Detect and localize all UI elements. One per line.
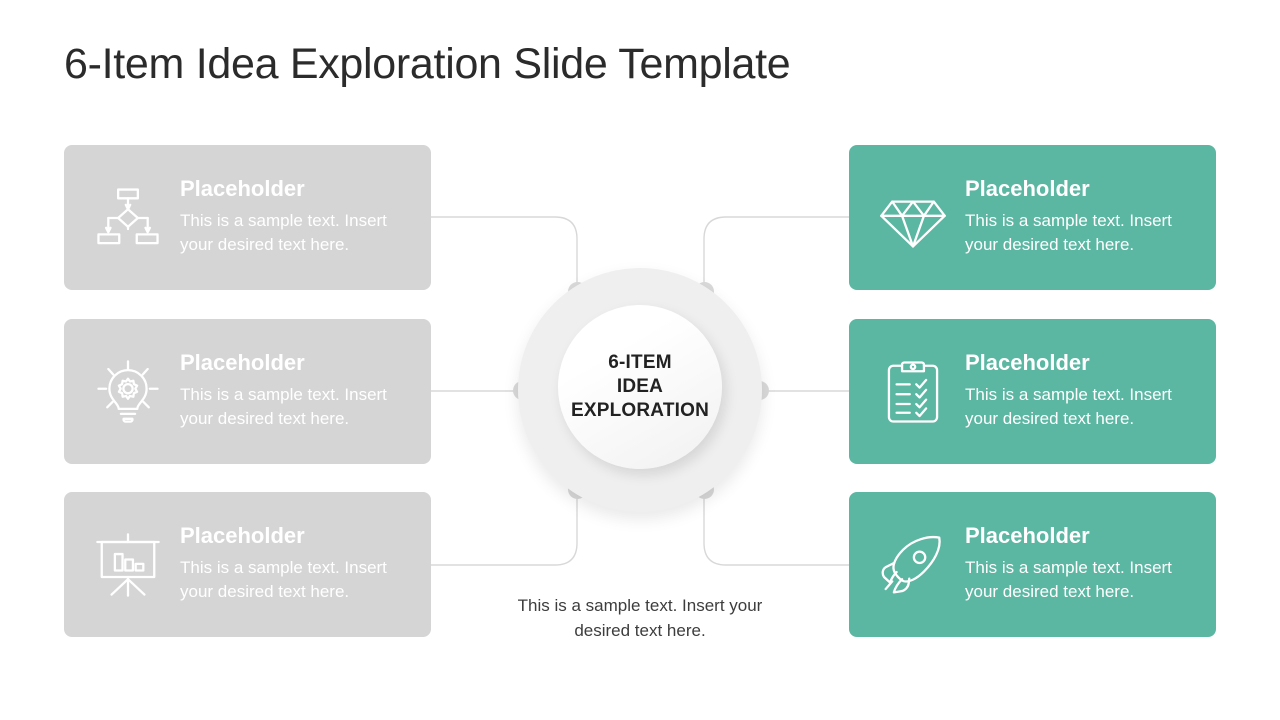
card-right-1-text: Placeholder This is a sample text. Inser…: [959, 175, 1200, 257]
clipboard-checklist-icon: [867, 346, 959, 438]
card-right-2[interactable]: Placeholder This is a sample text. Inser…: [849, 319, 1216, 464]
connector-right-bottom: [703, 490, 849, 566]
card-left-2-body: This is a sample text. Insert your desir…: [180, 384, 387, 428]
card-left-3-heading: Placeholder: [180, 522, 305, 548]
bottom-caption: This is a sample text. Insert your desir…: [517, 596, 763, 640]
card-right-2-heading: Placeholder: [965, 349, 1090, 375]
card-right-3[interactable]: Placeholder This is a sample text. Inser…: [849, 492, 1216, 637]
hub-label-line-2: IDEA: [616, 375, 664, 397]
card-right-3-body: This is a sample text. Insert your desir…: [965, 557, 1172, 601]
card-right-3-text: Placeholder This is a sample text. Inser…: [959, 522, 1200, 604]
card-right-2-body: This is a sample text. Insert your desir…: [965, 384, 1172, 428]
connector-right-top: [703, 216, 849, 292]
lightbulb-gear-icon: [82, 346, 174, 438]
hub-label-line-1: 6-ITEM: [608, 351, 672, 373]
card-right-3-heading: Placeholder: [965, 522, 1090, 548]
card-left-3-text: Placeholder This is a sample text. Inser…: [174, 522, 415, 604]
hub-inner-circle: 6-ITEM IDEA EXPLORATION: [558, 305, 722, 469]
card-left-1-heading: Placeholder: [180, 175, 305, 201]
connector-left-bottom: [431, 490, 578, 566]
diamond-icon: [867, 172, 959, 264]
center-hub[interactable]: 6-ITEM IDEA EXPLORATION: [518, 268, 762, 512]
card-right-2-text: Placeholder This is a sample text. Inser…: [959, 349, 1200, 431]
card-right-1[interactable]: Placeholder This is a sample text. Inser…: [849, 145, 1216, 290]
card-left-3[interactable]: Placeholder This is a sample text. Inser…: [64, 492, 431, 637]
card-right-1-body: This is a sample text. Insert your desir…: [965, 210, 1172, 254]
hub-label: 6-ITEM IDEA EXPLORATION: [571, 351, 709, 424]
card-right-1-heading: Placeholder: [965, 175, 1090, 201]
card-left-1-body: This is a sample text. Insert your desir…: [180, 210, 387, 254]
flowchart-icon: [82, 172, 174, 264]
hub-label-line-3: EXPLORATION: [570, 400, 710, 422]
card-left-2-heading: Placeholder: [180, 349, 305, 375]
card-left-2-text: Placeholder This is a sample text. Inser…: [174, 349, 415, 431]
rocket-icon: [867, 519, 959, 611]
presentation-chart-icon: [82, 519, 174, 611]
page-title: 6-Item Idea Exploration Slide Template: [64, 40, 791, 88]
card-left-1-text: Placeholder This is a sample text. Inser…: [174, 175, 415, 257]
card-left-1[interactable]: Placeholder This is a sample text. Inser…: [64, 145, 431, 290]
connector-left-top: [431, 216, 578, 292]
card-left-2[interactable]: Placeholder This is a sample text. Inser…: [64, 319, 431, 464]
card-left-3-body: This is a sample text. Insert your desir…: [180, 557, 387, 601]
